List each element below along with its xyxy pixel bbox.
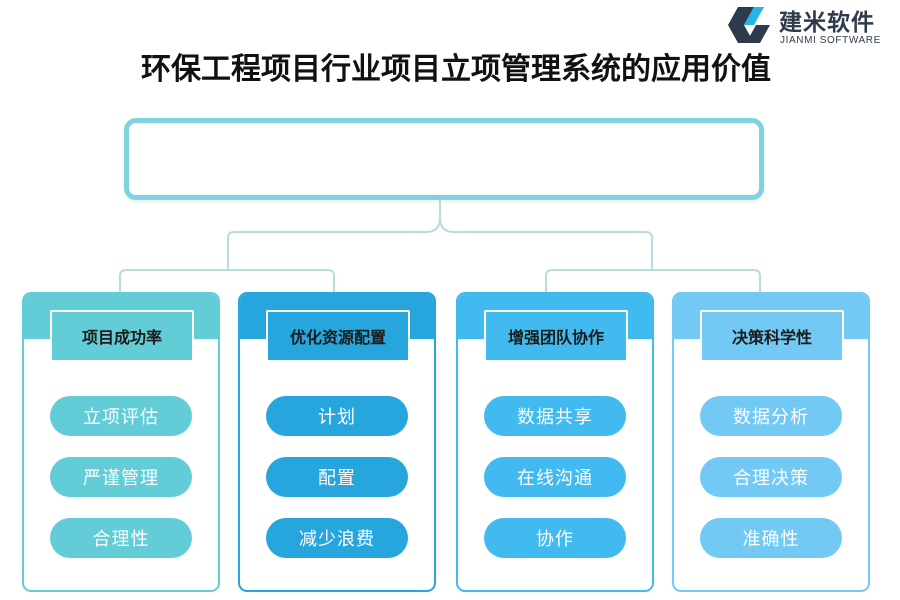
item-pill: 严谨管理 xyxy=(50,457,192,497)
logo-subtitle: JIANMI SOFTWARE xyxy=(780,35,881,46)
column-header: 增强团队协作 xyxy=(484,310,628,362)
item-pill: 合理性 xyxy=(50,518,192,558)
item-pill: 在线沟通 xyxy=(484,457,626,497)
connector-right-pair xyxy=(545,269,761,292)
column-header: 决策科学性 xyxy=(700,310,844,362)
item-pill: 数据共享 xyxy=(484,396,626,436)
item-pill: 合理决策 xyxy=(700,457,842,497)
logo-name: 建米软件 xyxy=(779,10,875,36)
column-header: 优化资源配置 xyxy=(266,310,410,362)
item-pill: 计划 xyxy=(266,396,408,436)
item-pill: 立项评估 xyxy=(50,396,192,436)
item-pill: 协作 xyxy=(484,518,626,558)
root-box xyxy=(124,118,764,200)
logo-mark-icon xyxy=(728,7,770,43)
page-title: 环保工程项目行业项目立项管理系统的应用价值 xyxy=(141,52,771,87)
connector-root-stem xyxy=(227,200,441,270)
category-column: 增强团队协作 数据共享 在线沟通 协作 xyxy=(456,292,654,592)
category-column: 决策科学性 数据分析 合理决策 准确性 xyxy=(672,292,870,592)
brand-logo: 建米软件 JIANMI SOFTWARE xyxy=(724,4,896,48)
item-pill: 准确性 xyxy=(700,518,842,558)
item-pill: 减少浪费 xyxy=(266,518,408,558)
connector-root-right xyxy=(439,217,653,270)
connector-left-pair xyxy=(119,269,335,292)
category-column: 项目成功率 立项评估 严谨管理 合理性 xyxy=(22,292,220,592)
item-pill: 数据分析 xyxy=(700,396,842,436)
column-header: 项目成功率 xyxy=(50,310,194,362)
category-column: 优化资源配置 计划 配置 减少浪费 xyxy=(238,292,436,592)
item-pill: 配置 xyxy=(266,457,408,497)
